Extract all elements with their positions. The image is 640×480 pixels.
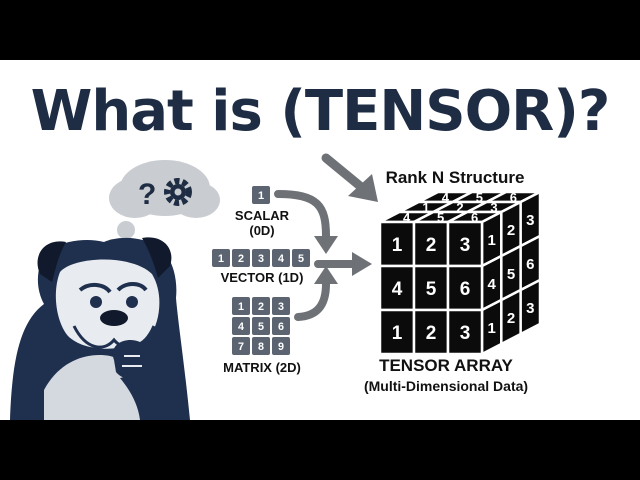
- svg-text:3: 3: [258, 253, 264, 265]
- cube-subcaption: (Multi-Dimensional Data): [363, 378, 529, 394]
- matrix-cell: 4: [232, 317, 250, 335]
- cube-top-value: 6: [510, 190, 517, 205]
- matrix-cell: 5: [252, 317, 270, 335]
- svg-text:3: 3: [278, 301, 284, 313]
- illustration-art: ?: [10, 153, 378, 420]
- vector-cell: 3: [252, 249, 270, 267]
- svg-text:2: 2: [258, 301, 264, 313]
- cube-right-value: 1: [487, 320, 495, 337]
- vector-cell: 2: [232, 249, 250, 267]
- scalar-label: SCALAR: [234, 208, 290, 223]
- cube-right-value: 4: [487, 276, 496, 293]
- thought-bubble: ?: [107, 160, 220, 249]
- vector-cell: 5: [292, 249, 310, 267]
- vector-cell: 4: [272, 249, 290, 267]
- arrow-head-right: [352, 252, 372, 276]
- svg-text:9: 9: [278, 341, 284, 353]
- vector-cell: 1: [212, 249, 230, 267]
- svg-text:5: 5: [258, 321, 264, 333]
- svg-text:2: 2: [238, 253, 244, 265]
- cube-right-value: 3: [526, 300, 534, 317]
- cube-top-value: 4: [403, 210, 411, 225]
- cube-front-value: 4: [392, 279, 403, 300]
- cube-right-cell: [519, 277, 542, 337]
- svg-text:7: 7: [238, 341, 244, 353]
- matrix-cell: 2: [252, 297, 270, 315]
- scalar-dim: (0D): [249, 223, 275, 238]
- matrix-cell: 7: [232, 337, 250, 355]
- cube-top-value: 1: [422, 200, 429, 215]
- cube-heading: Rank N Structure: [385, 168, 525, 187]
- title-arrow-head: [348, 174, 378, 202]
- scalar-value: 1: [258, 190, 264, 202]
- svg-text:1: 1: [218, 253, 224, 265]
- svg-text:1: 1: [238, 301, 244, 313]
- cube-front-value: 6: [460, 279, 471, 300]
- svg-text:8: 8: [258, 341, 264, 353]
- matrix-cell: 3: [272, 297, 290, 315]
- cube-top-value: 4: [442, 190, 450, 205]
- matrix-cell: 8: [252, 337, 270, 355]
- cube-right-value: 6: [526, 256, 534, 273]
- cube-front-value: 2: [426, 235, 437, 256]
- arrow-head-down: [314, 236, 338, 254]
- cube-front-value: 1: [392, 235, 403, 256]
- matrix-cell: 9: [272, 337, 290, 355]
- illustration-canvas: What is (TENSOR)? ?: [0, 60, 640, 420]
- letterbox-top: [0, 0, 640, 60]
- cube-top-value: 5: [476, 190, 483, 205]
- cube-front-value: 2: [426, 323, 437, 344]
- bulldog-mascot: [10, 237, 190, 420]
- cube-front-value: 1: [392, 323, 403, 344]
- cube-front-value: 3: [460, 235, 471, 256]
- matrix-label: MATRIX (2D): [223, 360, 301, 375]
- question-mark-icon: ?: [138, 178, 156, 211]
- matrix-cell: 6: [272, 317, 290, 335]
- cube-right-value: 2: [507, 310, 515, 327]
- svg-text:6: 6: [278, 321, 284, 333]
- svg-text:5: 5: [298, 253, 304, 265]
- cube-caption: TENSOR ARRAY: [379, 356, 513, 375]
- cube-right-value: 2: [507, 222, 515, 239]
- cube-front-value: 5: [426, 279, 437, 300]
- page-title: What is (TENSOR)?: [30, 79, 611, 144]
- cube-front-value: 3: [460, 323, 471, 344]
- title-arrow: [321, 153, 365, 191]
- cube-top-value: 2: [456, 200, 463, 215]
- vector-cells: 1 2 3 4 5: [212, 249, 310, 267]
- matrix-cells: 1 2 3 4 5 6 7 8 9: [232, 297, 290, 355]
- letterbox-bottom: [0, 420, 640, 480]
- cube-right-value: 5: [507, 266, 515, 283]
- arrow-head-up: [314, 266, 338, 284]
- vector-label: VECTOR (1D): [220, 270, 304, 285]
- cube-front-cell: [446, 308, 484, 356]
- cube-top-value: 6: [471, 210, 478, 225]
- gear-icon: [164, 178, 192, 206]
- matrix-cell: 1: [232, 297, 250, 315]
- cube-right-value: 3: [526, 212, 534, 229]
- cube-top-value: 5: [437, 210, 444, 225]
- svg-text:4: 4: [238, 321, 244, 333]
- connector-arrows: [274, 190, 358, 321]
- scalar-cell: 1: [252, 186, 270, 204]
- svg-text:4: 4: [278, 253, 284, 265]
- cube-right-value: 1: [487, 232, 495, 249]
- cube-top-value: 3: [490, 200, 497, 215]
